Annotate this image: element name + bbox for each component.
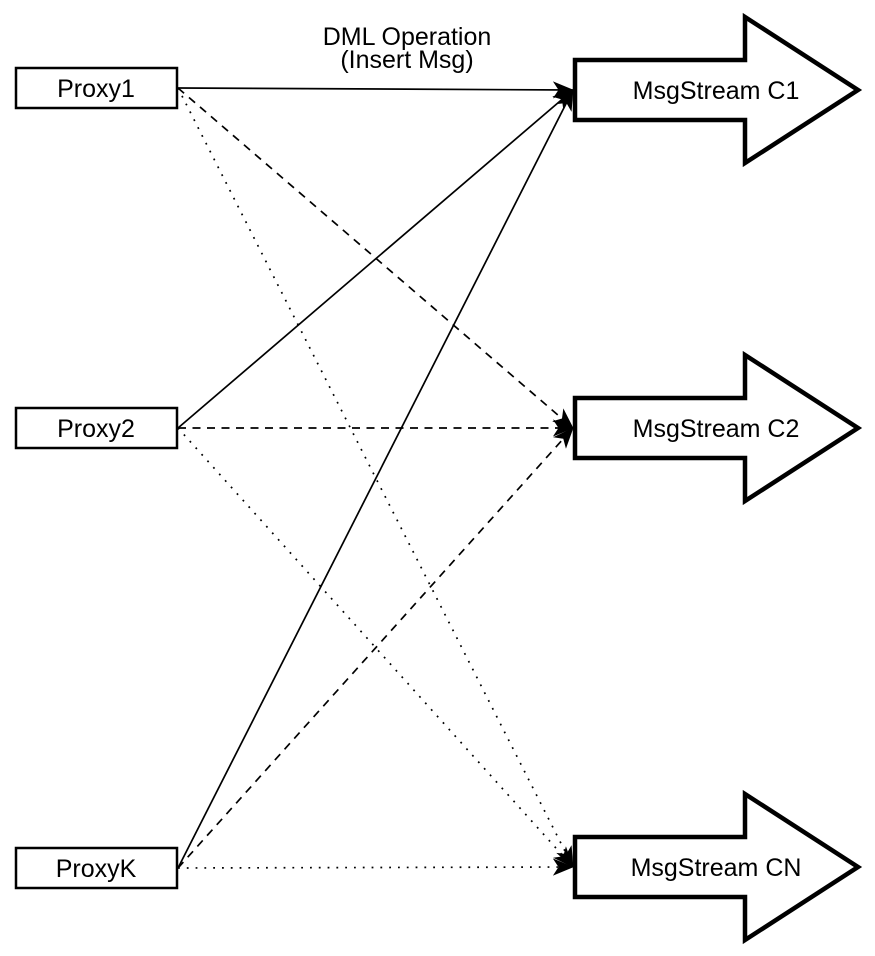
- block-arrow-shape-cn: [572, 789, 863, 945]
- proxy2-box: [14, 406, 179, 450]
- proxy2-label: Proxy2: [57, 415, 135, 443]
- proxyk-label: ProxyK: [56, 855, 137, 883]
- msgstream-c2-label: MsgStream C2: [633, 415, 800, 443]
- proxy1-node: Proxy1: [14, 66, 179, 110]
- connection-proxyk-to-c2: [177, 427, 574, 869]
- connection-proxyk-to-c1: [177, 89, 574, 869]
- connection-proxy2-to-c1: [177, 89, 574, 429]
- connection-proxy1-to-c1: [177, 81, 574, 99]
- msgstream-c2-node: [572, 350, 863, 506]
- proxy1-label: Proxy1: [57, 75, 135, 103]
- proxy2-node: Proxy2: [14, 406, 179, 450]
- proxy1-box: [14, 66, 179, 110]
- msgstream-cn-label: MsgStream CN: [631, 854, 802, 882]
- proxyk-box: [14, 846, 179, 890]
- edge-label-line2: (Insert Msg): [340, 46, 473, 74]
- stream-labels: MsgStream C1 MsgStream C2 MsgStream CN: [631, 77, 802, 882]
- stream-nodes: [572, 12, 863, 945]
- msgstream-c1-label: MsgStream C1: [633, 77, 800, 105]
- edge-label-line1: DML Operation: [323, 23, 492, 51]
- edge-label-dml-operation: DML Operation (Insert Msg): [323, 23, 492, 74]
- connection-proxy2-to-cn: [177, 427, 574, 868]
- connection-proxyk-to-cn: [177, 858, 574, 876]
- msgstream-cn-node: [572, 789, 863, 945]
- block-arrow-shape-c2: [572, 350, 863, 506]
- msgstream-c1-node: [572, 12, 863, 168]
- connections: [177, 81, 574, 876]
- block-arrow-shape-c1: [572, 12, 863, 168]
- proxyk-node: ProxyK: [14, 846, 179, 890]
- proxy-nodes: Proxy1 Proxy2 ProxyK: [14, 66, 179, 890]
